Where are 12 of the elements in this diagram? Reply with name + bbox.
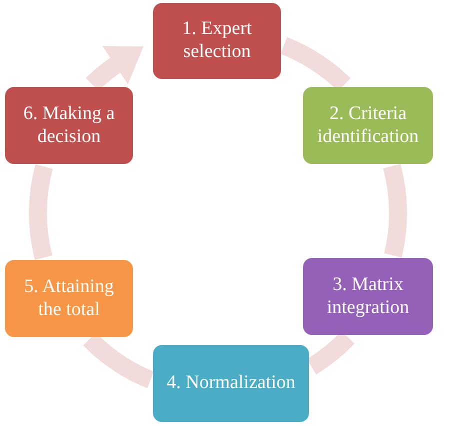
step-box [153,345,309,422]
step-label: 1. Expert selection [181,18,253,64]
step-label: 6. Making a decision [22,102,116,148]
step-box [5,87,133,164]
step-box [5,260,133,337]
step-label: 3. Matrix integration [326,274,410,320]
step-box [303,258,433,335]
step-box [303,87,433,164]
step-box [153,3,281,79]
step-label: 5. Attaining the total [23,276,115,322]
step-label: 4. Normalization [166,372,296,395]
step-label: 2. Criteria identification [316,102,420,148]
